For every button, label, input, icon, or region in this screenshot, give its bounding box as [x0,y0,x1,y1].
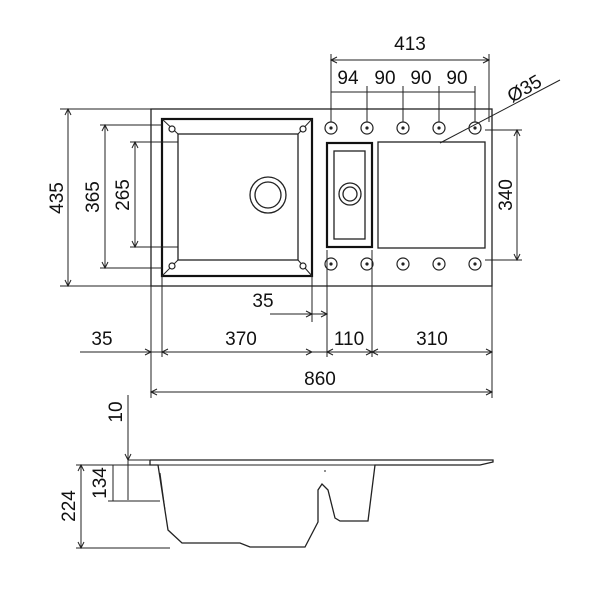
tap-holes-top [324,121,482,135]
dim-bottom-chain [80,250,494,398]
dim-10-label: 10 [106,401,127,422]
dim-hole-spacings [331,86,476,122]
dim-265-label: 265 [113,179,134,211]
dim-35-left-label: 35 [91,329,112,350]
dim-224-label: 224 [59,490,80,522]
dim-435-label: 435 [47,182,68,214]
dim-diameter-leader [439,79,561,144]
dim-90-a-label: 90 [374,68,395,89]
dim-224 [76,463,170,550]
dim-310-label: 310 [416,329,448,350]
small-bowl-frame [325,141,374,249]
main-bowl-frame [160,117,314,278]
main-bowl-corner-marks [168,125,307,270]
dim-35-inner-label: 35 [252,291,273,312]
dim-340 [485,128,522,262]
small-drain-inner [342,186,358,202]
small-drain-outer [338,182,362,206]
sink-outline [150,108,493,287]
dim-265 [130,140,178,249]
dim-diameter-label: Ø35 [504,71,546,107]
dim-35-inner [270,250,329,357]
main-drain-outer [249,176,287,214]
dim-365 [100,123,162,270]
small-bowl-inner [333,150,366,240]
dim-370-label: 370 [225,329,257,350]
side-view: 10 134 224 [59,395,494,550]
dim-413 [329,54,491,122]
dim-134-label: 134 [90,467,111,499]
dim-94-label: 94 [337,68,359,89]
dim-90-b-label: 90 [410,68,431,89]
tap-holes-bottom [324,257,482,271]
top-view: 413 94 90 90 90 Ø35 435 [47,34,561,398]
dim-435 [60,107,151,288]
side-profile [149,459,494,548]
dim-413-label: 413 [394,34,426,55]
dim-90-c-label: 90 [446,68,467,89]
side-inner-line [159,472,166,511]
main-drain-inner [254,181,282,209]
main-bowl-inner [177,133,299,261]
dim-860-label: 860 [304,369,336,390]
drainer-area [377,141,486,249]
dim-340-label: 340 [496,179,517,211]
dim-134 [108,464,160,502]
dim-10 [124,395,150,500]
dim-860 [149,388,494,396]
dim-365-label: 365 [83,181,104,213]
dim-110-label: 110 [334,329,364,350]
main-bowl-corners [161,118,313,277]
